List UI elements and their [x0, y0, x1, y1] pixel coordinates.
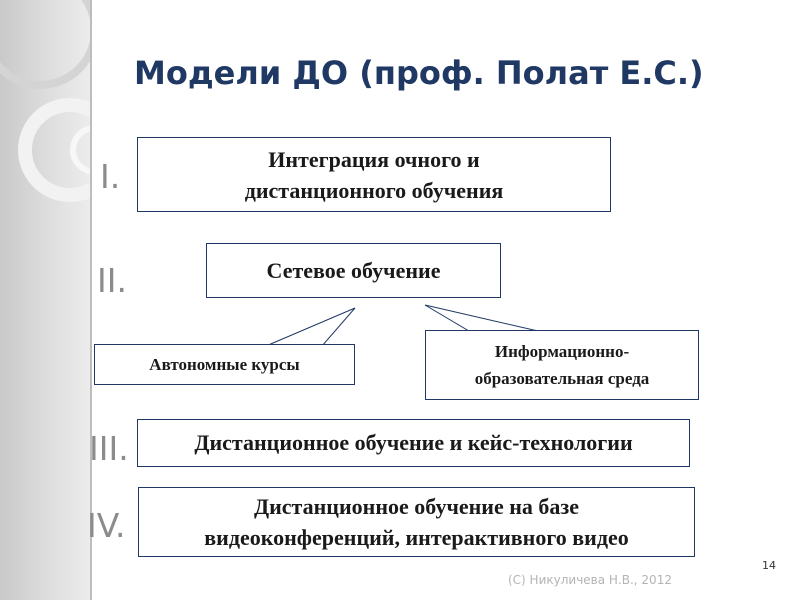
model-label: Дистанционное обучение на базе видеоконф…: [204, 494, 629, 550]
subtype-label: Автономные курсы: [149, 354, 300, 374]
side-strip-edge: [90, 0, 92, 600]
model-label: Дистанционное обучение и кейс-технологии: [194, 430, 633, 455]
page-number: 14: [762, 559, 776, 572]
slide-title: Модели ДО (проф. Полат Е.С.): [134, 54, 704, 92]
numeral-1: I.: [100, 157, 121, 196]
numeral-4: IV.: [87, 506, 126, 545]
model-label: Интеграция очного и дистанционного обуче…: [244, 146, 504, 203]
model-box-network-learning: Сетевое обучение: [206, 243, 501, 298]
model-box-videoconference: Дистанционное обучение на базе видеоконф…: [138, 487, 695, 557]
model-label: Сетевое обучение: [266, 257, 441, 283]
model-box-integration: Интеграция очного и дистанционного обуче…: [137, 137, 611, 212]
decorative-circles: [0, 0, 90, 202]
numeral-2: II.: [97, 261, 127, 300]
subtype-label: Информационно-образовательная среда: [474, 342, 650, 388]
numeral-3: III.: [89, 429, 129, 468]
subtype-box-autonomous-courses: Автономные курсы: [94, 344, 355, 385]
subtype-box-info-educational-environment: Информационно-образовательная среда: [425, 330, 699, 400]
decorative-side-strip: [0, 0, 90, 600]
copyright-footer: (C) Никуличева Н.В., 2012: [508, 573, 672, 587]
model-box-case-technologies: Дистанционное обучение и кейс-технологии: [137, 419, 690, 467]
